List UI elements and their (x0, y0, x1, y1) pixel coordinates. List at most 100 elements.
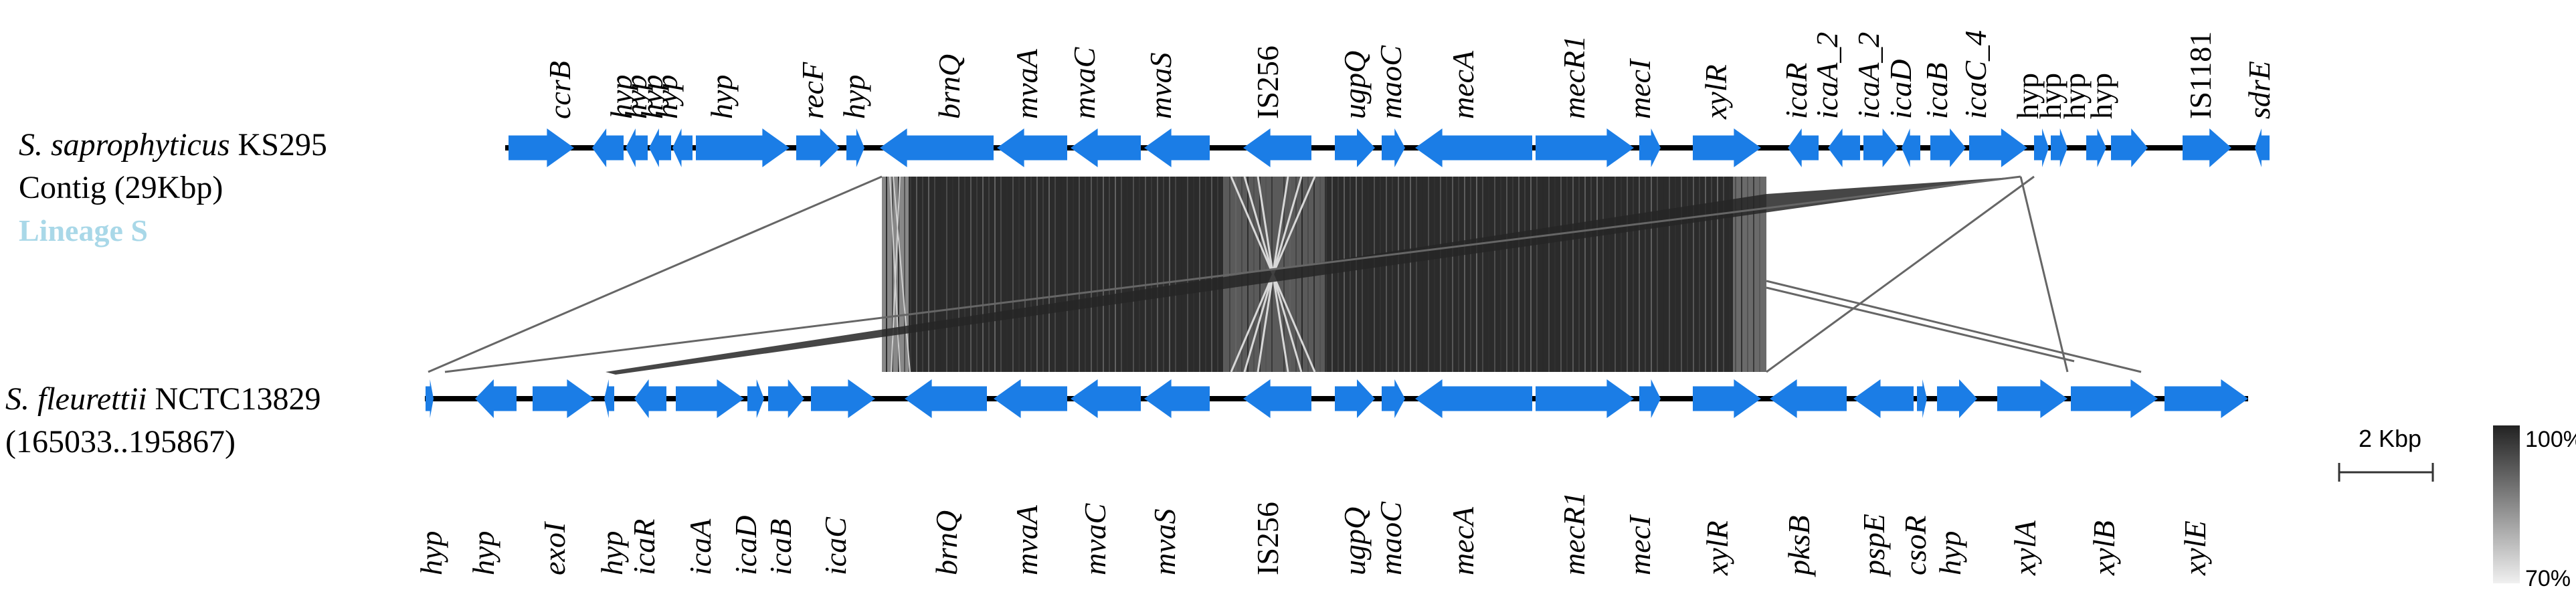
gene-label: csoR (1898, 516, 1932, 575)
bottom-gene-arrow (1144, 379, 1210, 418)
bottom-gene-arrow (1335, 379, 1375, 418)
homology-light-link (891, 176, 901, 373)
top-gene-arrow (2111, 128, 2148, 167)
gene-label: icaD (729, 516, 763, 575)
bottom-gene-arrow (426, 379, 434, 418)
gene-label: xylE (2178, 520, 2212, 576)
gene-label: icaB (1920, 63, 1954, 119)
gene-label: ugpQ (1338, 507, 1372, 575)
top-gene-arrow (846, 128, 864, 167)
gene-label: exoI (537, 520, 571, 575)
top-gene-arrow (1382, 128, 1405, 167)
gene-label: maoC (1374, 501, 1408, 575)
bottom-gene-arrow (905, 379, 987, 418)
gene-label: hyp (2057, 73, 2092, 119)
homology-ica-wedge (606, 177, 2021, 375)
bottom-species-name: S. fleurettii (5, 381, 147, 417)
top-gene-arrow (2051, 128, 2067, 167)
top-strain-name: KS295 (230, 127, 327, 163)
gene-label: hyp (650, 75, 684, 119)
top-gene-arrow (1930, 128, 1966, 167)
scale-bar-label: 2 Kbp (2359, 425, 2421, 452)
homology-link (2019, 176, 2069, 373)
gene-label: ugpQ (1338, 51, 1372, 119)
bottom-gene-arrow (1997, 379, 2067, 418)
bottom-gene-arrow (1853, 379, 1914, 418)
gene-label: icaA_2 (1810, 32, 1844, 119)
gene-label: hyp (635, 75, 669, 119)
gene-label: ccrB (543, 61, 577, 119)
top-gene-arrow (626, 128, 648, 167)
homology-light-link (893, 176, 911, 373)
gene-label: hyp (2011, 73, 2045, 119)
top-species-label: S. saprophyticus KS295 (19, 127, 327, 163)
top-gene-arrow (509, 128, 574, 167)
top-gene-arrow (1144, 128, 1210, 167)
gene-label: mvaS (1143, 52, 1178, 119)
homology-link (428, 175, 883, 373)
gene-label: xylA (2008, 520, 2042, 576)
top-gene-arrow (997, 128, 1067, 167)
bottom-gene-arrow (676, 379, 744, 418)
gene-label: icaR (1779, 63, 1813, 119)
top-contig-label: Contig (29Kbp) (19, 170, 223, 205)
top-gene-arrow (672, 128, 693, 167)
top-gene-arrow (1243, 128, 1311, 167)
top-species-name: S. saprophyticus (19, 127, 230, 163)
bottom-gene-arrow (994, 379, 1067, 418)
top-gene-arrow (1693, 128, 1761, 167)
gene-label: icaA (683, 518, 717, 575)
bottom-gene-arrow (634, 379, 666, 418)
gene-label: brnQ (932, 54, 966, 119)
gene-label: mecR1 (1557, 35, 1591, 119)
top-gene-arrow (796, 128, 840, 167)
top-gene-arrow (696, 128, 790, 167)
top-gene-arrow (2255, 128, 2270, 167)
gene-label: brnQ (929, 510, 963, 575)
top-gene-arrow (2183, 128, 2231, 167)
bottom-gene-arrow (1937, 379, 1977, 418)
bottom-gene-arrow (533, 379, 594, 418)
top-gene-arrow (649, 128, 671, 167)
bottom-gene-arrow (604, 379, 614, 418)
bottom-gene-arrow (475, 379, 517, 418)
gene-label: IS256 (1251, 502, 1285, 575)
gene-label: sdrE (2242, 61, 2276, 119)
scale-bar: 2 Kbp (2338, 425, 2434, 482)
gene-label: mecI (1623, 514, 1657, 575)
bottom-range-label: (165033..195867) (5, 424, 236, 460)
top-gene-arrow (2034, 128, 2049, 167)
gene-label: IS256 (1251, 45, 1285, 119)
gene-label: hyp (2084, 73, 2118, 119)
gene-label: xylR (1699, 64, 1733, 120)
identity-min-label: 70% (2525, 566, 2571, 590)
identity-max-label: 100% (2525, 427, 2576, 452)
gene-label: maoC (1374, 45, 1408, 119)
bottom-strain-name: NCTC13829 (147, 381, 321, 417)
gene-label: hyp (837, 75, 871, 119)
top-gene-arrow (592, 128, 624, 167)
gene-label: mvaC (1078, 502, 1112, 575)
gene-label: recF (796, 62, 830, 119)
gene-label: hyp (619, 75, 653, 119)
top-gene-arrow (1828, 128, 1860, 167)
gene-label: IS1181 (2183, 31, 2217, 119)
top-gene-arrow (1863, 128, 1898, 167)
lineage-label: Lineage S (19, 213, 148, 248)
bottom-gene-arrow (768, 379, 804, 418)
top-gene-arrow (1788, 128, 1819, 167)
top-gene-arrow (1415, 128, 1532, 167)
gene-label: icaC_4 (1958, 30, 1993, 119)
homology-link (444, 175, 2021, 373)
gene-label: icaB (763, 519, 798, 575)
gene-label: icaD (1883, 60, 1918, 119)
homology-link (1766, 280, 2142, 373)
identity-gradient-bar (2493, 425, 2520, 583)
gene-label: mecI (1623, 58, 1657, 119)
gene-label: icaR (627, 519, 661, 575)
homology-link (1766, 286, 2075, 363)
gene-label: xylB (2087, 520, 2121, 576)
